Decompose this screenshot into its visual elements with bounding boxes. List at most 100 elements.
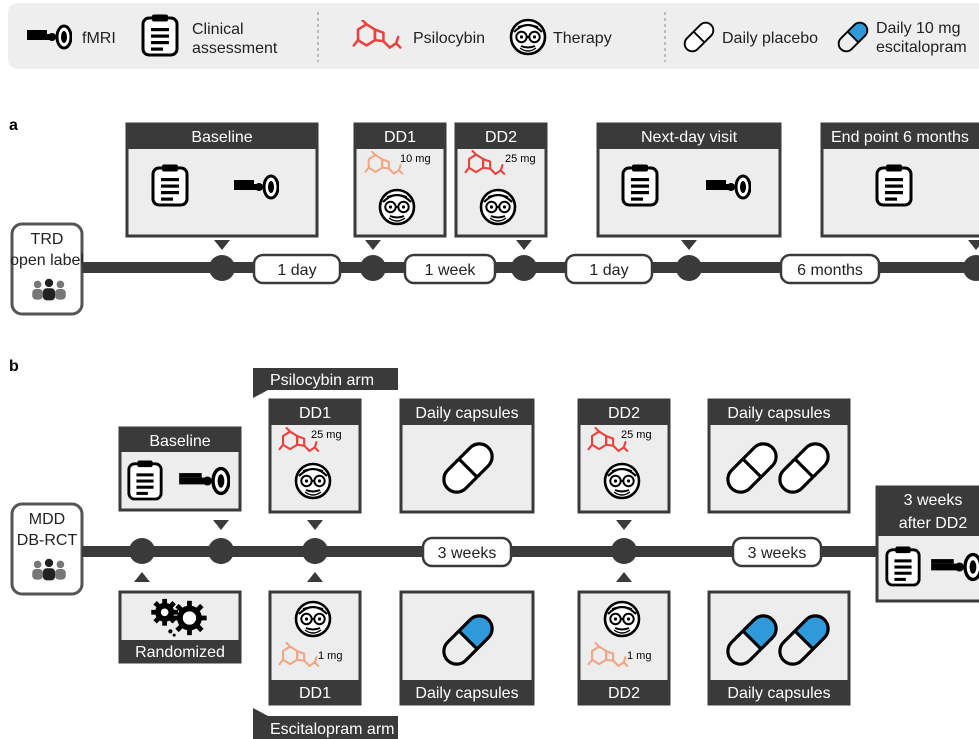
- timeline-node: [129, 538, 155, 564]
- capsules-box-top-2: Daily capsules: [707, 398, 851, 514]
- dd2-box-a: DD2 25 mg: [454, 122, 548, 238]
- interval-pill: [403, 253, 497, 285]
- timeline-node: [208, 538, 234, 564]
- box-title: Baseline: [191, 129, 252, 146]
- next-day-box-a: Next-day visit: [596, 122, 782, 238]
- arrow-down: [681, 240, 697, 250]
- box-header: [270, 400, 360, 425]
- arrow-down: [307, 520, 323, 530]
- box-footer: [709, 680, 849, 704]
- capsules-box-bottom-2: Daily capsules: [707, 590, 851, 706]
- timeline-nodes: [209, 255, 979, 281]
- interval-pills: 1 day 1 week 1 day 6 months: [252, 253, 881, 285]
- arrow-down: [365, 240, 381, 250]
- mdd-group-label: MDD: [29, 511, 65, 528]
- box-title: DD1: [384, 129, 416, 146]
- box-title: Randomized: [135, 644, 225, 661]
- arrow-down: [616, 520, 632, 530]
- box-footer: [270, 680, 360, 704]
- legend-therapy-label: Therapy: [553, 30, 612, 47]
- interval-pill: [252, 253, 342, 285]
- therapy-icon: [378, 188, 416, 226]
- box-title: DD2: [485, 129, 517, 146]
- timeline-arrows: [134, 520, 632, 582]
- interval-label: 1 day: [277, 262, 316, 279]
- legend-escitalopram-label-1: Daily 10 mg: [876, 20, 960, 37]
- box-title: after DD2: [899, 515, 968, 532]
- box-header: [822, 124, 979, 149]
- box-title: DD2: [608, 685, 640, 702]
- dose-label: 25 mg: [311, 429, 342, 441]
- clipboard-icon: [875, 162, 913, 207]
- interval-pill: [564, 253, 654, 285]
- box-header: [598, 124, 780, 149]
- mdd-group-label: DB-RCT: [17, 532, 78, 549]
- arrow-up: [307, 572, 323, 582]
- participants-icon: [32, 558, 66, 581]
- capsules-box-top-1: Daily capsules: [399, 398, 535, 514]
- escitalopram-arm-label: Escitalopram arm: [270, 721, 394, 738]
- clipboard-icon: [621, 162, 659, 207]
- baseline-box-a: Baseline: [125, 122, 319, 238]
- clipboard-icon: [141, 13, 179, 57]
- clipboard-icon: [127, 459, 163, 501]
- dd2-box-top: DD2 25 mg: [577, 398, 671, 514]
- clipboard-icon: [151, 162, 189, 207]
- therapy-icon: [294, 600, 332, 638]
- arrow-down: [968, 240, 979, 250]
- timeline-arrows: [214, 240, 979, 250]
- legend-escitalopram-label-2: escitalopram: [876, 39, 967, 56]
- box-header: [877, 487, 979, 536]
- legend-background: [8, 3, 979, 69]
- box-title: Baseline: [149, 433, 210, 450]
- interval-pill: [731, 536, 823, 568]
- legend-clinical-label-1: Clinical: [192, 21, 244, 38]
- panel-b: b MDD DB-RCT 3 weeks 3 weeks Psilocy: [9, 358, 979, 739]
- interval-label: 1 week: [425, 262, 477, 279]
- arrow-up: [616, 572, 632, 582]
- arrow-up: [134, 572, 150, 582]
- legend-fmri-label: fMRI: [82, 30, 116, 47]
- psilocybin-arm-label: Psilocybin arm: [270, 372, 374, 389]
- dose-label: 25 mg: [505, 153, 536, 165]
- box-title: Daily capsules: [727, 685, 830, 702]
- box-header: [355, 124, 445, 149]
- panel-a: a TRD open label 1 day 1 week: [9, 117, 979, 316]
- box-title: 3 weeks: [904, 492, 963, 509]
- box-header: [579, 400, 669, 425]
- box-header: [120, 428, 240, 452]
- capsules-box-bottom-1: Daily capsules: [399, 590, 535, 706]
- box-title: Daily capsules: [415, 685, 518, 702]
- legend-clinical-label-2: assessment: [192, 40, 278, 57]
- box-title: DD2: [608, 405, 640, 422]
- dd1-box-a: DD1 10 mg: [353, 122, 447, 238]
- box-footer: [579, 680, 669, 704]
- dd1-box-top: DD1 25 mg: [268, 398, 362, 514]
- dd1-box-bottom: 1 mg DD1: [268, 590, 362, 706]
- box-footer: [401, 680, 533, 704]
- dose-label: 10 mg: [400, 153, 431, 165]
- timeline-node: [963, 255, 979, 281]
- timeline-node: [676, 255, 702, 281]
- box-footer: [120, 640, 240, 662]
- dose-label: 1 mg: [627, 650, 651, 662]
- timeline-node: [360, 255, 386, 281]
- interval-label: 3 weeks: [438, 545, 497, 562]
- baseline-box-b: Baseline: [118, 426, 242, 512]
- box-header: [401, 400, 533, 425]
- clipboard-icon: [885, 545, 921, 587]
- box-header: [709, 400, 849, 425]
- box-title: DD1: [299, 405, 331, 422]
- timeline-node: [611, 538, 637, 564]
- arrow-down: [213, 520, 229, 530]
- trd-group-label: open label: [10, 252, 84, 269]
- box-title: Daily capsules: [415, 405, 518, 422]
- trd-group-label: TRD: [31, 231, 64, 248]
- therapy-icon: [294, 462, 332, 500]
- escitalopram-arm-tab: [253, 708, 398, 739]
- therapy-icon: [603, 462, 641, 500]
- timeline-node: [209, 255, 235, 281]
- box-header: [127, 124, 317, 149]
- box-title: Daily capsules: [727, 405, 830, 422]
